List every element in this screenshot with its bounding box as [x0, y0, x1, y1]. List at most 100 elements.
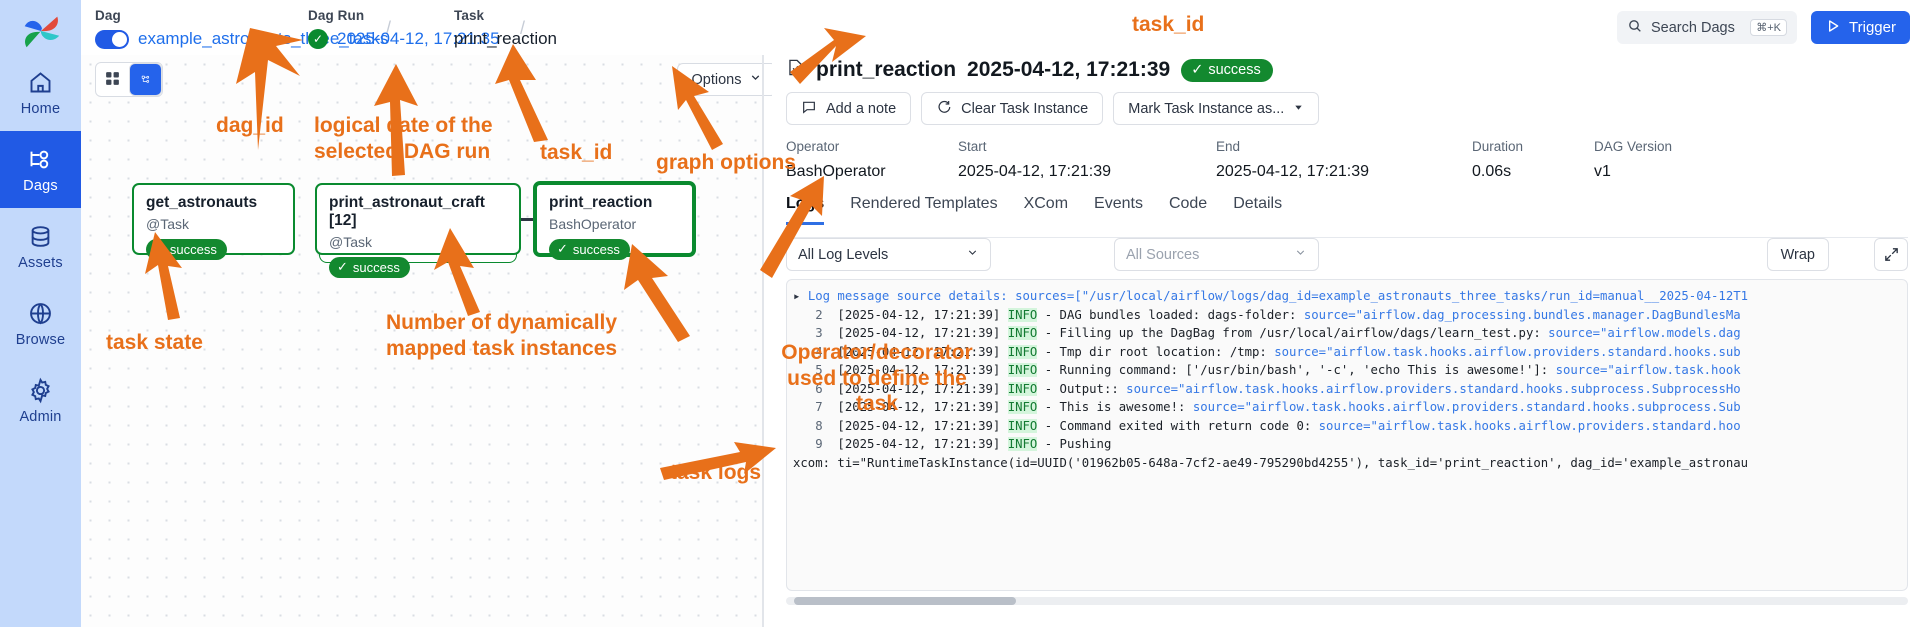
meta-value: 2025-04-12, 17:21:39	[958, 163, 1112, 180]
sidebar-item-home[interactable]: Home	[0, 54, 81, 131]
airflow-pinwheel-logo[interactable]	[18, 8, 64, 54]
clear-task-instance-label: Clear Task Instance	[961, 100, 1089, 117]
breadcrumb-task: Task print_reaction	[454, 8, 557, 49]
meta-header: Operator	[786, 139, 840, 154]
sidebar-item-label: Admin	[19, 408, 62, 425]
task-run-date: 2025-04-12, 17:21:39	[967, 58, 1171, 81]
tab-events[interactable]: Events	[1094, 195, 1143, 212]
wrap-button[interactable]: Wrap	[1766, 238, 1829, 271]
play-icon	[1825, 18, 1841, 38]
breadcrumb-task-kicker: Task	[454, 8, 485, 23]
log-toolbar: All Log Levels All Sources Wrap	[772, 225, 1922, 271]
meta-end: End 2025-04-12, 17:21:39	[1216, 139, 1472, 181]
node-subtitle: @Task	[329, 234, 372, 250]
log-output[interactable]: ▸ Log message source details: sources=["…	[786, 279, 1908, 591]
status-label: success	[572, 241, 620, 257]
search-placeholder: Search Dags	[1651, 19, 1735, 36]
annotation-logical-date: logical date of the selected DAG run	[314, 114, 493, 163]
options-label: Options	[691, 71, 742, 88]
edge-2	[517, 218, 545, 221]
meta-dag-version: DAG Version v1	[1594, 139, 1672, 181]
annotation-mapped-count: Number of dynamically mapped task instan…	[386, 311, 618, 360]
meta-value: v1	[1594, 163, 1611, 180]
add-note-label: Add a note	[826, 100, 897, 117]
globe-icon	[27, 300, 54, 327]
sidebar-item-label: Assets	[18, 254, 63, 271]
refresh-icon	[936, 99, 952, 119]
breadcrumb-dagrun-kicker: Dag Run	[308, 8, 365, 23]
tab-details[interactable]: Details	[1233, 195, 1283, 212]
node-subtitle: @Task	[146, 216, 189, 232]
graph-canvas[interactable]: Options get_astronauts @Task ✓ success p…	[81, 55, 777, 627]
sidebar-item-assets[interactable]: Assets	[0, 208, 81, 285]
sidebar-item-dags[interactable]: Dags	[0, 131, 81, 208]
meta-header: Start	[958, 139, 987, 154]
log-level-select[interactable]: All Log Levels	[786, 238, 991, 271]
topbar: Dag example_astronauts_three_tasks / Dag…	[81, 0, 1922, 55]
tab-xcom[interactable]: XCom	[1023, 195, 1069, 212]
tab-rendered-templates[interactable]: Rendered Templates	[850, 195, 998, 212]
database-icon	[27, 223, 54, 250]
annotation-task-id-left: task_id	[540, 141, 613, 164]
meta-header: End	[1216, 139, 1241, 154]
graph-node-print-reaction[interactable]: print_reaction BashOperator ✓ success	[533, 181, 696, 260]
log-horizontal-scrollbar[interactable]	[786, 597, 1908, 605]
check-icon: ✓	[1191, 61, 1204, 78]
task-instance-detail-panel: print_reaction 2025-04-12, 17:21:39 ✓ su…	[772, 46, 1922, 627]
search-icon	[1627, 18, 1643, 38]
grid-view-icon[interactable]	[96, 63, 129, 93]
panel-divider[interactable]	[762, 55, 764, 627]
search-shortcut-badge: ⌘+K	[1750, 19, 1787, 36]
gear-icon	[27, 377, 54, 404]
sidebar-item-browse[interactable]: Browse	[0, 285, 81, 362]
check-icon: ✓	[337, 259, 348, 274]
annotation-graph-options: graph options	[656, 151, 796, 174]
status-label: success	[1208, 61, 1261, 78]
sidebar-item-label: Browse	[15, 331, 66, 348]
breadcrumb-dagrun: Dag Run ✓ 2025-04-12, 17:21:35	[308, 8, 500, 49]
breadcrumb-separator: /	[520, 18, 526, 38]
dag-graph-icon	[27, 146, 54, 173]
chevron-down-icon	[749, 71, 762, 88]
sidebar-item-label: Home	[20, 100, 61, 117]
graph-node-print-astronaut-craft[interactable]: print_astronaut_craft [12] @Task ✓ succe…	[315, 183, 521, 278]
dag-pause-toggle[interactable]	[95, 29, 129, 49]
meta-value: BashOperator	[786, 163, 886, 180]
search-input[interactable]: Search Dags ⌘+K	[1617, 11, 1797, 44]
annotation-task-logs: task logs	[670, 461, 762, 484]
trigger-button[interactable]: Trigger	[1811, 11, 1910, 44]
task-instance-header: print_reaction 2025-04-12, 17:21:39 ✓ su…	[772, 46, 1922, 82]
mark-task-instance-as-dropdown[interactable]: Mark Task Instance as...	[1113, 92, 1320, 125]
mark-task-instance-label: Mark Task Instance as...	[1128, 100, 1285, 117]
chevron-down-icon	[1294, 246, 1307, 263]
expand-diagonal-icon[interactable]	[1874, 238, 1908, 271]
status-badge: ✓ success	[549, 239, 630, 260]
sidebar-item-admin[interactable]: Admin	[0, 362, 81, 439]
note-icon	[801, 99, 817, 119]
status-badge: ✓ success	[1181, 58, 1273, 82]
meta-value: 2025-04-12, 17:21:39	[1216, 163, 1370, 180]
dagrun-link[interactable]: 2025-04-12, 17:21:35	[337, 29, 500, 48]
node-title: get_astronauts	[146, 194, 258, 211]
dagrun-success-icon: ✓	[308, 29, 328, 49]
annotation-operator: Operator/decorator used to define the ta…	[781, 341, 973, 416]
status-label: success	[352, 259, 400, 275]
graph-view-icon[interactable]	[129, 63, 162, 96]
chevron-down-icon	[966, 246, 979, 263]
graph-options-button[interactable]: Options	[677, 63, 777, 96]
log-source-select[interactable]: All Sources	[1114, 238, 1319, 271]
tab-code[interactable]: Code	[1168, 195, 1208, 212]
add-note-button[interactable]: Add a note	[786, 92, 912, 125]
annotation-task-id-right: task_id	[1132, 13, 1205, 36]
node-subtitle: BashOperator	[549, 216, 637, 232]
scrollbar-thumb[interactable]	[794, 597, 1016, 605]
log-level-value: All Log Levels	[798, 246, 889, 263]
task-id-heading: print_reaction	[816, 58, 957, 81]
breadcrumb-dag-kicker: Dag	[95, 8, 121, 23]
clear-task-instance-button[interactable]: Clear Task Instance	[921, 92, 1104, 125]
view-toggle-group[interactable]	[95, 62, 163, 97]
annotation-dag-id: dag_id	[216, 114, 284, 137]
sidebar-item-label: Dags	[23, 177, 58, 194]
task-instance-actions: Add a note Clear Task Instance Mark Task…	[772, 82, 1922, 125]
